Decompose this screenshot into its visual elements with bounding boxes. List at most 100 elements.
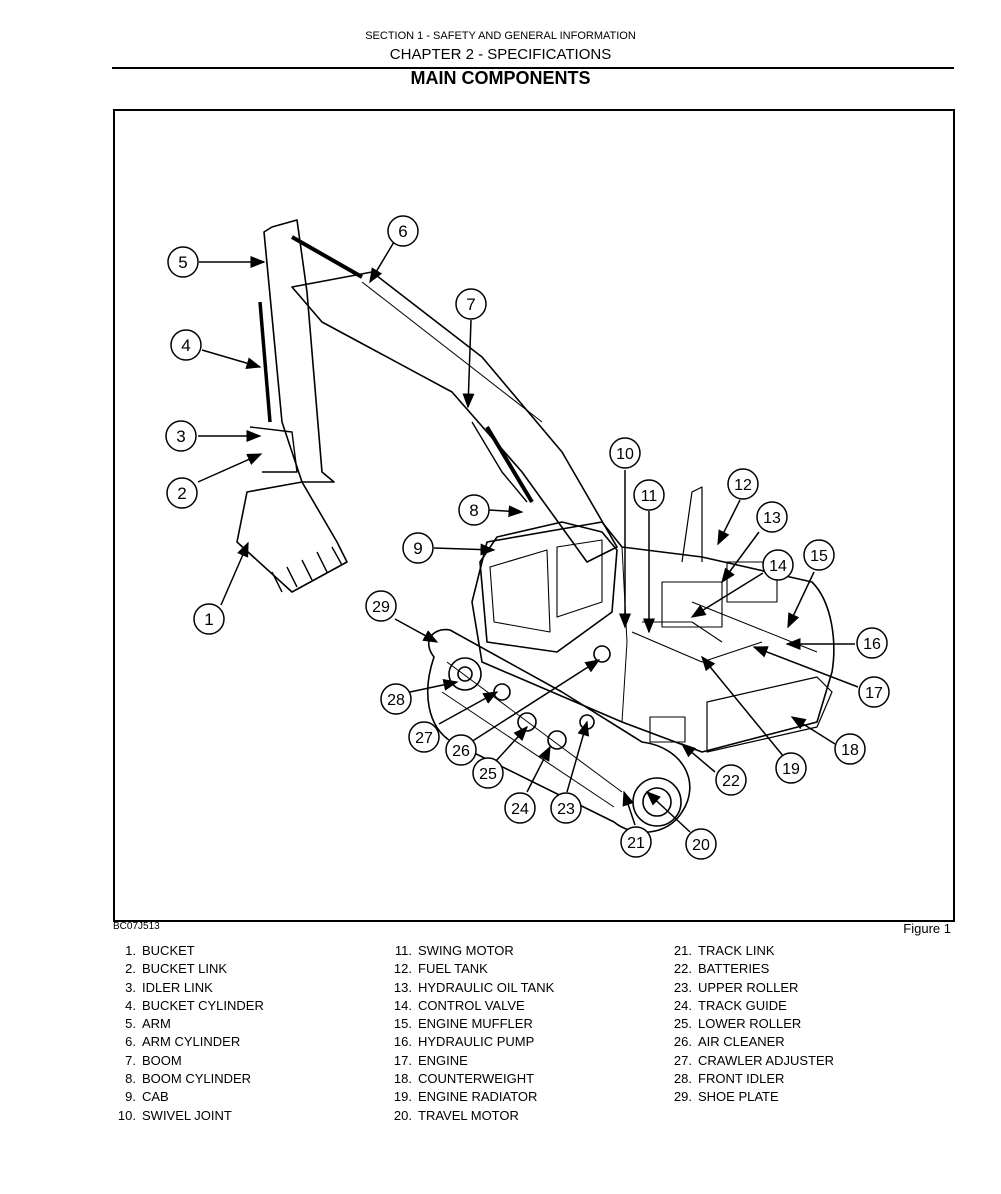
callout-15: 15 xyxy=(803,539,835,571)
legend-item: 2.BUCKET LINK xyxy=(125,961,228,977)
legend-item: 19.ENGINE RADIATOR xyxy=(393,1089,538,1105)
callout-2: 2 xyxy=(166,477,198,509)
callout-9: 9 xyxy=(402,532,434,564)
legend-item: 10.SWIVEL JOINT xyxy=(117,1107,232,1123)
svg-text:4: 4 xyxy=(181,336,190,355)
svg-text:10: 10 xyxy=(616,446,634,463)
svg-text:25: 25 xyxy=(479,766,497,783)
legend-item: 23.UPPER ROLLER xyxy=(673,979,799,995)
callout-23: 23 xyxy=(550,792,582,824)
legend-column-2: 11.SWING MOTOR 12.FUEL TANK 13.HYDRAULIC… xyxy=(386,942,554,1125)
legend-column-3: 21.TRACK LINK 22.BATTERIES 23.UPPER ROLL… xyxy=(666,942,834,1107)
svg-text:6: 6 xyxy=(398,222,407,241)
svg-text:22: 22 xyxy=(722,773,740,790)
svg-text:29: 29 xyxy=(372,599,390,616)
legend-item: 12.FUEL TANK xyxy=(393,961,488,977)
legend-item: 17.ENGINE xyxy=(393,1052,468,1068)
boom-cylinder-shape xyxy=(485,425,534,504)
callout-17: 17 xyxy=(858,676,890,708)
legend-column-1: 1.BUCKET 2.BUCKET LINK 3.IDLER LINK 4.BU… xyxy=(110,942,264,1125)
chapter-heading: CHAPTER 2 - SPECIFICATIONS xyxy=(389,46,612,63)
legend-item: 4.BUCKET CYLINDER xyxy=(125,997,264,1013)
callout-18: 18 xyxy=(834,733,866,765)
legend-item: 9.CAB xyxy=(125,1089,169,1105)
cab-shape xyxy=(479,521,618,653)
callout-25: 25 xyxy=(472,757,504,789)
svg-text:21: 21 xyxy=(627,835,645,852)
svg-text:1: 1 xyxy=(204,610,213,629)
counterweight-shape xyxy=(706,676,833,753)
legend-item: 29.SHOE PLATE xyxy=(673,1089,779,1105)
legend-item: 22.BATTERIES xyxy=(673,961,770,977)
callout-16: 16 xyxy=(856,627,888,659)
arm-cylinder-shape xyxy=(291,235,363,279)
callout-27: 27 xyxy=(408,721,440,753)
callout-20: 20 xyxy=(685,828,717,860)
legend-item: 16.HYDRAULIC PUMP xyxy=(393,1034,535,1050)
legend-item: 13.HYDRAULIC OIL TANK xyxy=(393,979,555,995)
crawler-track xyxy=(426,628,691,833)
section-heading: SECTION 1 - SAFETY AND GENERAL INFORMATI… xyxy=(365,30,636,42)
svg-text:17: 17 xyxy=(865,685,883,702)
svg-text:5: 5 xyxy=(178,253,187,272)
callout-4: 4 xyxy=(170,329,202,361)
callout-5: 5 xyxy=(167,246,199,278)
legend-item: 26.AIR CLEANER xyxy=(673,1034,785,1050)
legend-item: 21.TRACK LINK xyxy=(673,943,775,958)
figure-frame: 1 2 3 4 5 6 7 8 9 10 11 12 13 14 15 16 1… xyxy=(113,109,955,922)
svg-text:9: 9 xyxy=(413,539,422,558)
legend-item: 28.FRONT IDLER xyxy=(673,1071,785,1087)
svg-text:20: 20 xyxy=(692,837,710,854)
legend-item: 14.CONTROL VALVE xyxy=(393,997,525,1013)
excavator-drawing xyxy=(236,219,835,833)
legend-item: 6.ARM CYLINDER xyxy=(125,1034,241,1050)
callout-7: 7 xyxy=(455,288,487,320)
callout-22: 22 xyxy=(715,764,747,796)
svg-text:23: 23 xyxy=(557,801,575,818)
bucket-shape xyxy=(236,481,348,593)
svg-text:27: 27 xyxy=(415,730,433,747)
leader-lines xyxy=(197,241,859,833)
svg-text:28: 28 xyxy=(387,692,405,709)
boom-shape xyxy=(291,271,618,563)
callout-3: 3 xyxy=(165,420,197,452)
figure-id: BC07J513 xyxy=(113,921,160,932)
svg-text:3: 3 xyxy=(176,427,185,446)
callout-28: 28 xyxy=(380,683,412,715)
header-rule xyxy=(112,67,954,69)
callout-19: 19 xyxy=(775,752,807,784)
legend-item: 15.ENGINE MUFFLER xyxy=(393,1016,533,1032)
svg-text:19: 19 xyxy=(782,761,800,778)
callout-14: 14 xyxy=(762,549,794,581)
legend-item: 7.BOOM xyxy=(125,1052,182,1068)
callout-6: 6 xyxy=(387,215,419,247)
legend-item: 8.BOOM CYLINDER xyxy=(125,1071,252,1087)
front-idler-shape xyxy=(448,657,482,691)
legend-item: 11.SWING MOTOR xyxy=(394,943,514,958)
svg-text:15: 15 xyxy=(810,548,828,565)
svg-text:13: 13 xyxy=(763,510,781,527)
legend-item: 3.IDLER LINK xyxy=(125,979,213,995)
svg-text:14: 14 xyxy=(769,558,787,575)
legend-item: 5.ARM xyxy=(125,1016,171,1032)
callout-24: 24 xyxy=(504,792,536,824)
bucket-cylinder-shape xyxy=(258,301,272,423)
svg-text:7: 7 xyxy=(466,295,475,314)
svg-text:26: 26 xyxy=(452,743,470,760)
page-title: MAIN COMPONENTS xyxy=(410,68,591,88)
callout-26: 26 xyxy=(445,734,477,766)
svg-text:8: 8 xyxy=(469,501,478,520)
callout-11: 11 xyxy=(633,479,665,511)
figure-caption: Figure 1 xyxy=(903,921,951,936)
excavator-illustration: 1 2 3 4 5 6 7 8 9 10 11 12 13 14 15 16 1… xyxy=(165,215,890,860)
callout-1: 1 xyxy=(193,603,225,635)
callout-12: 12 xyxy=(727,468,759,500)
callout-8: 8 xyxy=(458,494,490,526)
callouts: 1 2 3 4 5 6 7 8 9 10 11 12 13 14 15 16 1… xyxy=(165,215,890,860)
callout-10: 10 xyxy=(609,437,641,469)
legend-item: 24.TRACK GUIDE xyxy=(673,997,787,1013)
legend-item: 1.BUCKET xyxy=(125,943,195,958)
legend-item: 25.LOWER ROLLER xyxy=(673,1016,802,1032)
svg-text:12: 12 xyxy=(734,477,752,494)
svg-text:11: 11 xyxy=(641,488,658,505)
